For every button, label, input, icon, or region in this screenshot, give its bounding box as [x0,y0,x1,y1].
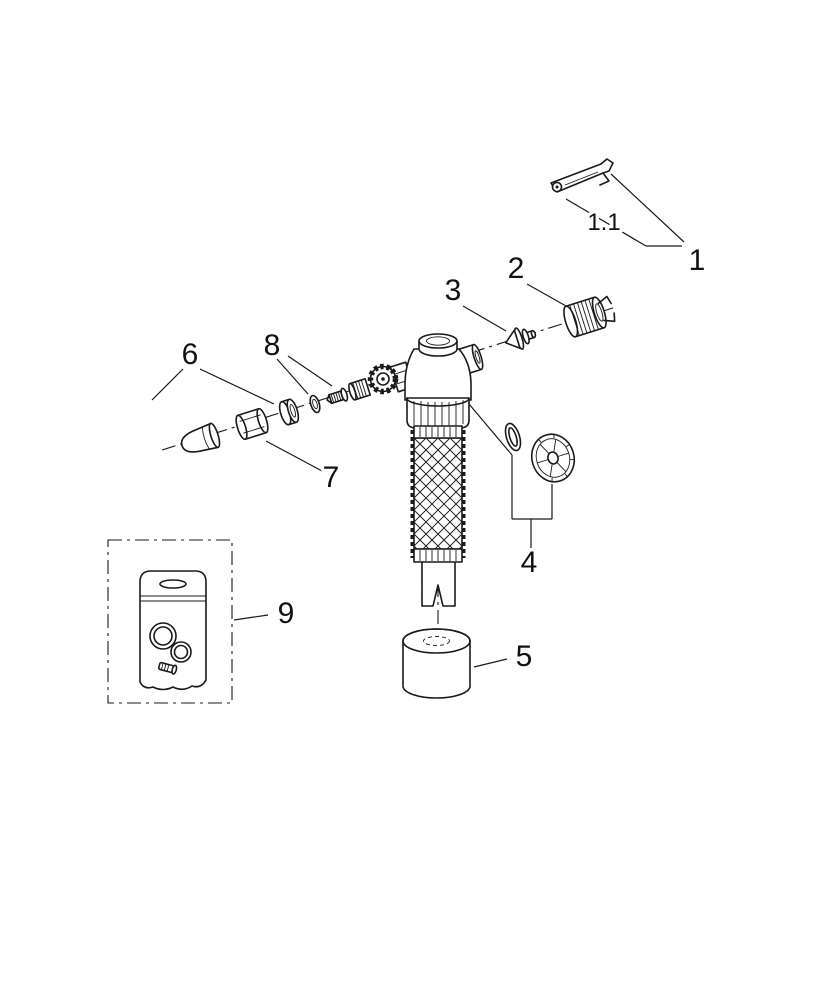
callout-6: 6 [182,338,199,371]
body-inlet-nipple [348,377,372,401]
kit-bag [139,570,207,691]
part-7-union-nut [235,407,269,441]
body-top-ring [418,333,458,357]
callout-8: 8 [264,329,281,362]
part-9-service-kit [107,539,233,704]
part-8-screw [326,387,349,405]
callout-3: 3 [445,274,462,307]
body-adjustment-gear [367,363,399,395]
part-6-compression-cone [180,422,221,453]
part-4-o-ring [504,422,522,452]
part-valve-body-assembly [348,333,484,429]
callout-8-leader-lines [276,355,333,395]
part-3-valve-cone [504,327,537,350]
kit-boundary-box [107,539,233,704]
callout-labels: 1 1.1 2 3 4 5 6 7 8 9 [178,206,709,677]
part-2-knurled-cap [563,295,616,338]
part-6-seal-ring [278,398,300,426]
callout-5-leader-line [473,658,508,668]
callout-9-leader-line [233,614,269,621]
part-4-impeller-wheel [530,433,576,483]
part-5-spacer-cup [402,628,471,699]
callout-5: 5 [516,640,533,673]
callout-1-1: 1.1 [587,209,620,236]
callout-4: 4 [521,546,538,579]
part-outlet-tube [421,559,456,607]
callout-2-leader-line [526,283,567,307]
part-filter-cartridge [410,425,466,563]
part-1-retainer-clip [550,158,614,193]
body-collar-nut [406,397,470,429]
kit-screw [157,661,178,675]
callout-3-leader-line [462,305,507,332]
body-main-casting [404,348,472,401]
kit-seal-rings [149,622,192,663]
callout-9: 9 [278,597,295,630]
callout-1: 1 [689,244,706,277]
callout-7: 7 [323,461,340,494]
part-8-washer [309,394,321,414]
callout-7-leader-line [265,440,323,472]
callout-1-leader-lines [565,173,685,247]
callout-6-leader-lines [151,368,275,405]
callout-2: 2 [508,252,525,285]
callout-4-bracket-lines [468,403,553,549]
